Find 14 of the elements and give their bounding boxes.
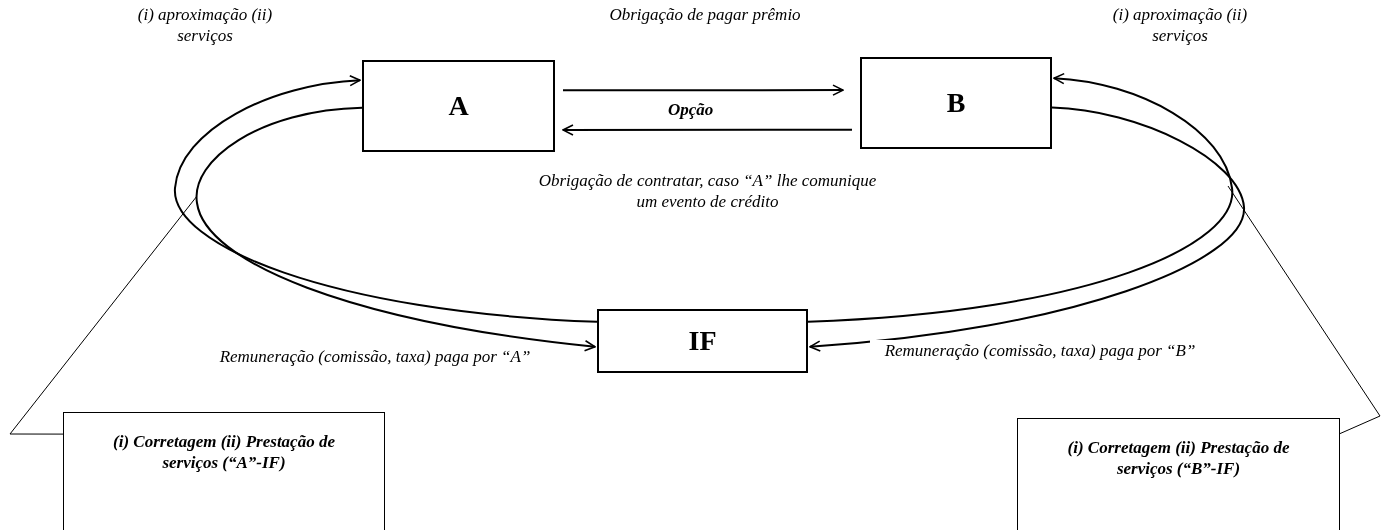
arrow bbox=[562, 84, 844, 96]
callout-box: (i) Corretagem (ii) Prestação de serviços (“A”-IF) bbox=[63, 412, 385, 530]
leader-line bbox=[9, 195, 198, 435]
arrow bbox=[809, 106, 1245, 352]
arrow bbox=[174, 75, 598, 323]
leader-line bbox=[1227, 185, 1381, 435]
arrow bbox=[562, 124, 853, 136]
institution-box: IF bbox=[597, 309, 808, 373]
arrow bbox=[807, 73, 1233, 323]
callout-box: (i) Corretagem (ii) Prestação de serviços (“B”-IF) bbox=[1017, 418, 1340, 530]
option-label: Opção bbox=[668, 100, 714, 120]
party-box: B bbox=[860, 57, 1052, 149]
party-box: A bbox=[362, 60, 555, 152]
arrow bbox=[195, 106, 596, 352]
